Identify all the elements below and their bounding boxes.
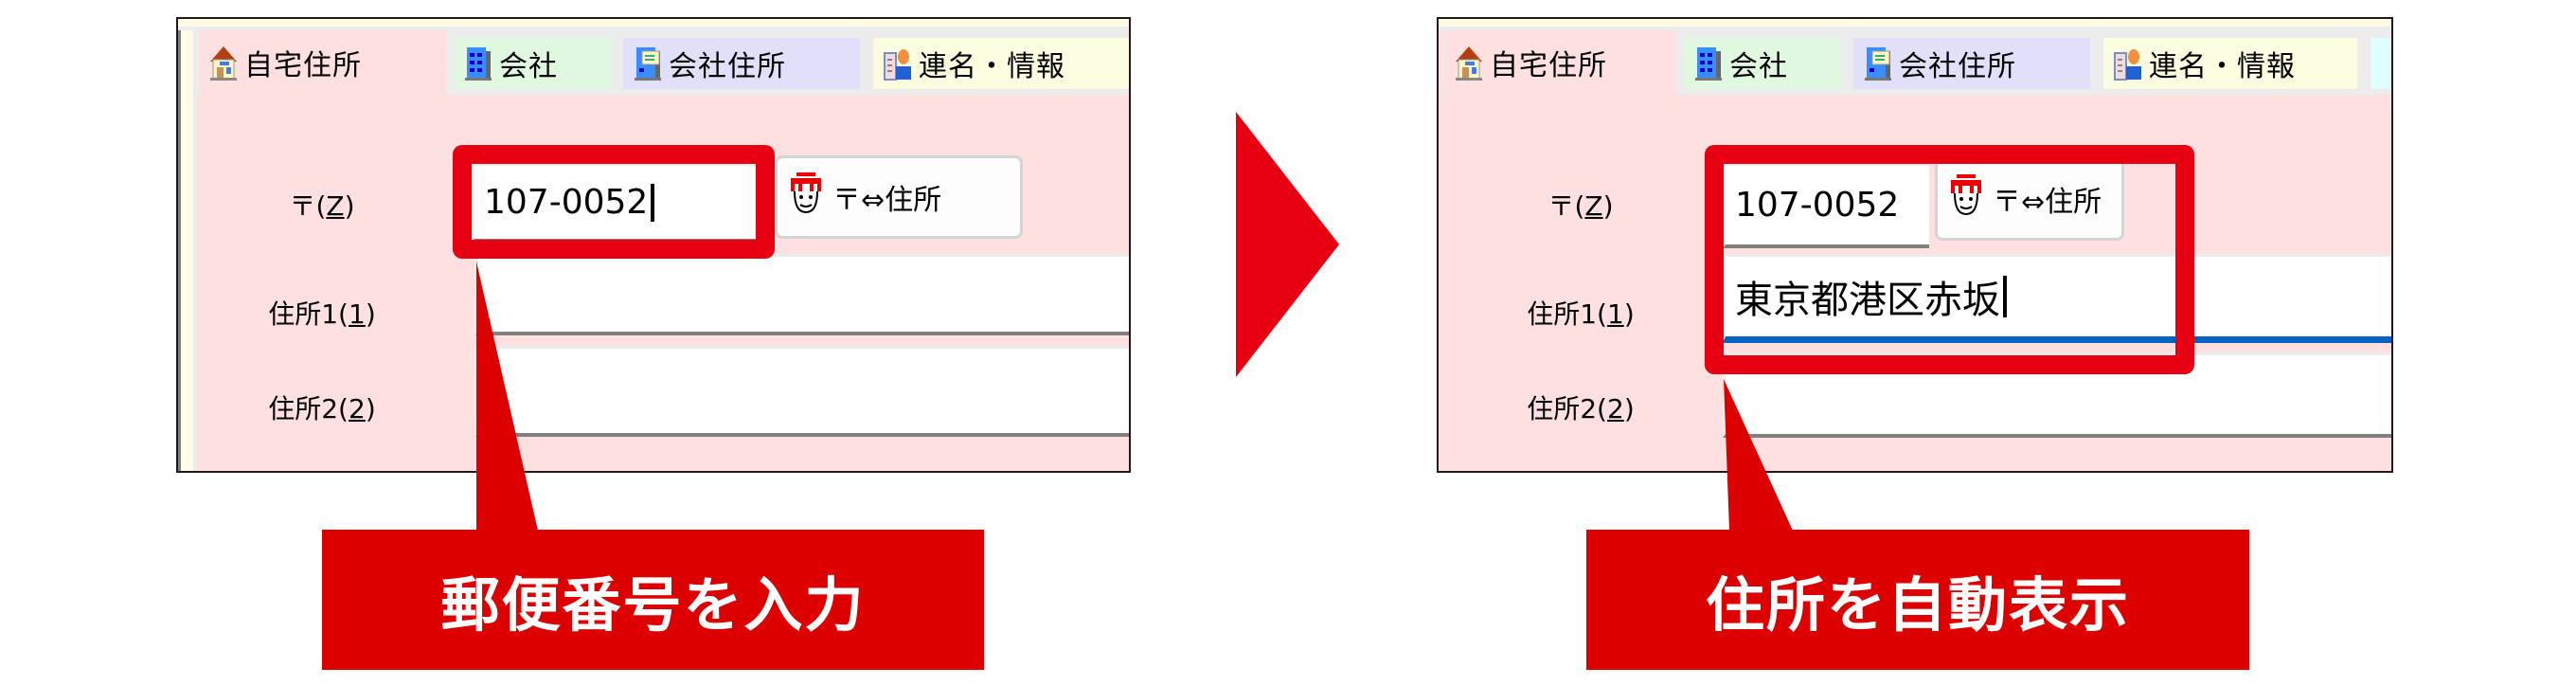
tab-company-address[interactable]: 会社住所 bbox=[1853, 38, 2090, 89]
person-book-icon bbox=[2113, 45, 2143, 81]
window-top-edge bbox=[178, 19, 1129, 30]
tab-bar: 自宅住所 会社 会社住所 連名・情報 bbox=[197, 30, 1129, 95]
zip-value: 107-0052 bbox=[484, 183, 649, 222]
tab-company[interactable]: 会社 bbox=[454, 38, 611, 89]
tab-company-address[interactable]: 会社住所 bbox=[623, 38, 860, 89]
address2-label: 住所2(2) bbox=[268, 393, 376, 424]
tab-bar: 自宅住所 会社 会社住所 連名・情報 bbox=[1442, 30, 2391, 95]
house-icon bbox=[1454, 45, 1484, 81]
after-form-window: 自宅住所 会社 会社住所 連名・情報 〒(Z) 107-0052 bbox=[1437, 17, 2393, 473]
callout-text: 住所を自動表示 bbox=[1705, 570, 2130, 640]
tab-label: 連名・情報 bbox=[919, 50, 1065, 83]
address1-label: 住所1(1) bbox=[1527, 298, 1635, 330]
zip-value: 107-0052 bbox=[1735, 186, 1900, 225]
person-book-icon bbox=[883, 45, 913, 81]
address1-label: 住所1(1) bbox=[268, 298, 376, 330]
tab-label: 連名・情報 bbox=[2149, 50, 2296, 83]
zip-input[interactable]: 107-0052 bbox=[1723, 163, 1929, 248]
callout-text: 郵便番号を入力 bbox=[440, 570, 866, 640]
zip-to-address-button[interactable]: 〒⇔住所 bbox=[1935, 157, 2124, 241]
tab-joint-names-info[interactable]: 連名・情報 bbox=[873, 38, 1129, 89]
zip-button-label: 〒⇔住所 bbox=[1993, 186, 2102, 219]
tab-company[interactable]: 会社 bbox=[1684, 38, 1841, 89]
zip-input[interactable]: 107-0052 bbox=[472, 163, 758, 243]
tab-label: 自宅住所 bbox=[244, 49, 362, 82]
house-icon bbox=[208, 45, 239, 81]
building-icon bbox=[463, 45, 493, 81]
tab-label: 会社住所 bbox=[669, 50, 786, 83]
address1-value: 東京都港区赤坂 bbox=[1735, 279, 2000, 322]
address2-label: 住所2(2) bbox=[1527, 393, 1635, 424]
tab-home-address[interactable]: 自宅住所 bbox=[1444, 30, 1676, 95]
callout-enter-zip: 郵便番号を入力 bbox=[322, 530, 984, 670]
tab-label: 会社 bbox=[499, 50, 558, 83]
tab-partial-next[interactable] bbox=[2370, 38, 2391, 89]
text-caret bbox=[2003, 276, 2007, 317]
before-form-window: 自宅住所 会社 会社住所 連名・情報 〒(Z) 107-0052 〒⇔住所 bbox=[176, 17, 1131, 473]
address1-input[interactable]: 東京都港区赤坂 bbox=[1723, 254, 2391, 343]
building-card-icon bbox=[1863, 45, 1893, 81]
tab-label: 会社 bbox=[1729, 50, 1788, 83]
address2-input[interactable] bbox=[1723, 352, 2391, 438]
tab-label: 会社住所 bbox=[1899, 50, 2016, 83]
building-icon bbox=[1693, 45, 1724, 81]
zip-to-address-button[interactable]: 〒⇔住所 bbox=[775, 155, 1023, 239]
window-edge bbox=[178, 19, 197, 471]
callout-auto-address: 住所を自動表示 bbox=[1586, 530, 2249, 670]
address1-input[interactable] bbox=[475, 254, 1129, 335]
next-step-arrow-icon bbox=[1236, 112, 1339, 377]
zip-button-label: 〒⇔住所 bbox=[832, 184, 942, 217]
tab-home-address[interactable]: 自宅住所 bbox=[199, 30, 446, 95]
zip-label: 〒(Z) bbox=[289, 190, 355, 222]
window-edge bbox=[1439, 19, 1458, 471]
building-card-icon bbox=[633, 45, 663, 81]
window-top-edge bbox=[1439, 19, 2391, 30]
mascot-icon bbox=[787, 171, 825, 224]
mascot-icon bbox=[1947, 172, 1985, 226]
zip-label: 〒(Z) bbox=[1547, 190, 1614, 222]
tab-label: 自宅住所 bbox=[1490, 49, 1607, 82]
address2-input[interactable] bbox=[475, 346, 1129, 437]
tab-joint-names-info[interactable]: 連名・情報 bbox=[2103, 38, 2357, 89]
text-caret bbox=[651, 183, 655, 222]
